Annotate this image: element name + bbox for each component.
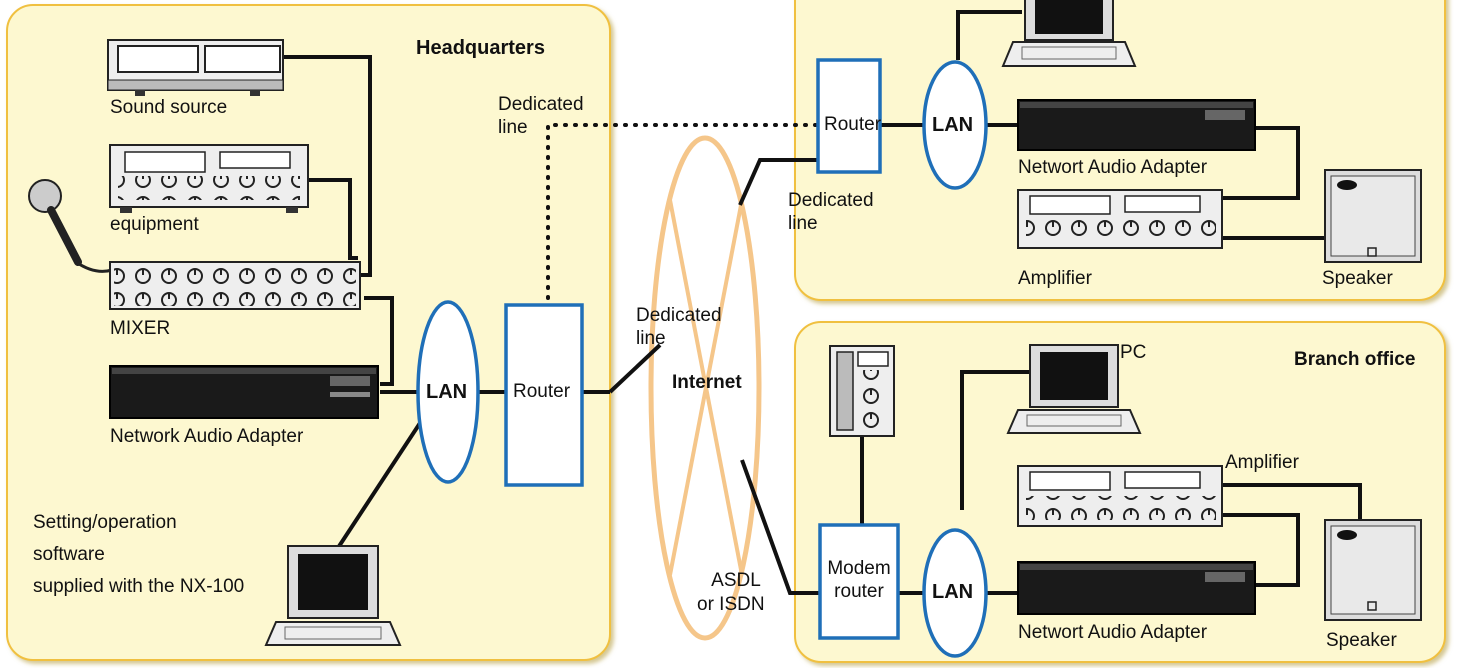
sound-source-device — [107, 39, 284, 96]
networt-audio-adapter-branch-label: Networt Audio Adapter — [1018, 622, 1208, 643]
branch-office-title: Branch office — [1294, 349, 1416, 370]
dedicated-line-hq-2: line — [498, 117, 528, 138]
dedicated-line-dotted — [546, 123, 820, 300]
headquarters-title: Headquarters — [416, 37, 545, 59]
modem-router-label-2: router — [834, 581, 884, 602]
adsl-line-2: or ISDN — [697, 594, 765, 615]
lan-upper — [922, 60, 988, 190]
modem-router-label-1: Modem — [827, 558, 891, 579]
pc-branch-label: PC — [1120, 342, 1147, 363]
amplifier-branch-device — [1017, 465, 1223, 527]
dedicated-line-upper-2: line — [788, 213, 818, 234]
equipment-device — [109, 144, 309, 213]
lan-branch — [922, 528, 988, 658]
pc-hq-icon — [264, 545, 402, 646]
dedicated-line-internet-1: Dedicated — [636, 305, 722, 326]
software-note-line-3: supplied with the NX-100 — [33, 576, 245, 597]
router-upper-box — [816, 58, 882, 174]
router-hq-box — [504, 303, 584, 487]
dedicated-line-hq-1: Dedicated — [498, 94, 584, 115]
network-audio-adapter-upper — [1017, 99, 1256, 151]
dedicated-line-internet-2: line — [636, 328, 666, 349]
network-audio-adapter-label: Network Audio Adapter — [110, 426, 304, 447]
lan-branch-label: LAN — [932, 581, 974, 603]
telephone-icon — [829, 345, 895, 437]
pc-branch-icon — [1006, 344, 1142, 434]
dedicated-line-upper-1: Dedicated — [788, 190, 874, 211]
modem-router-box — [818, 523, 900, 640]
sound-source-label: Sound source — [110, 97, 228, 118]
software-note-line-1: Setting/operation — [33, 512, 177, 533]
speaker-upper-label: Speaker — [1322, 268, 1393, 289]
speaker-upper-icon — [1324, 169, 1422, 263]
router-hq-label: Router — [513, 381, 571, 402]
speaker-branch-label: Speaker — [1326, 630, 1397, 651]
software-note-line-2: software — [33, 544, 105, 565]
amplifier-branch-label: Amplifier — [1225, 452, 1299, 473]
internet-cloud — [648, 135, 762, 641]
mixer-label: MIXER — [110, 318, 171, 339]
speaker-branch-icon — [1324, 519, 1422, 621]
pc-upper-icon — [1001, 0, 1137, 67]
network-audio-adapter-branch — [1017, 561, 1256, 615]
adsl-line-1: ASDL — [711, 570, 761, 591]
lan-hq — [416, 300, 480, 484]
network-audio-adapter-hq — [109, 365, 379, 419]
mixer-device — [109, 261, 361, 310]
router-upper-label: Router — [824, 114, 882, 135]
internet-label: Internet — [672, 372, 742, 393]
networt-audio-adapter-upper-label: Networt Audio Adapter — [1018, 157, 1208, 178]
amplifier-upper-label: Amplifier — [1018, 268, 1092, 289]
amplifier-upper-device — [1017, 189, 1223, 249]
lan-hq-label: LAN — [426, 381, 468, 403]
equipment-label: equipment — [110, 214, 199, 235]
lan-upper-label: LAN — [932, 114, 974, 136]
connection-lines — [283, 10, 1362, 595]
